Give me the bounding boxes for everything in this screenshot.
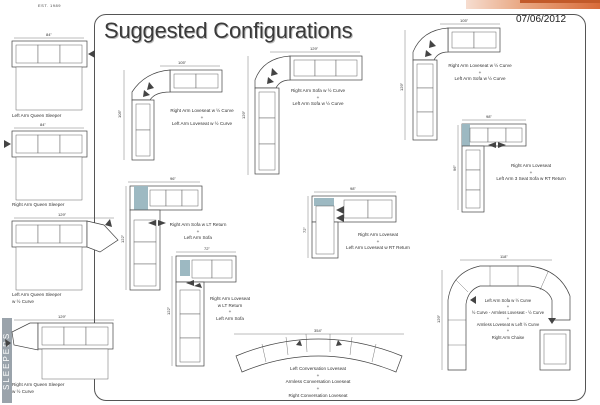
config-label: Right Arm Loveseat w ½ Curve + Left Arm … <box>170 108 234 127</box>
config-5-diagram: 96" 122" <box>120 176 203 291</box>
dim-text: 84" <box>46 32 52 37</box>
sleeper-label: Right Arm Queen Sleeper w ½ Curve <box>12 382 65 394</box>
config-7-diagram: 72" 122" <box>166 246 237 367</box>
dim-text: 105" <box>178 60 187 65</box>
dim-text: 84" <box>40 122 46 127</box>
config-label: Right Arm Loveseat w LT Return + Left Ar… <box>209 296 251 321</box>
config-1-diagram: 105" 105" <box>117 60 223 161</box>
dim-text: 105" <box>460 18 469 23</box>
config-9-diagram: 118" 129" <box>436 254 571 371</box>
config-3-diagram: 105" 129" <box>399 18 501 141</box>
config-label: Right Arm Loveseat + Left Arm 3 Seat Sof… <box>496 163 566 182</box>
dim-text: 129" <box>310 46 319 51</box>
sleeper-label: Left Arm Queen Sleeper w ½ Curve <box>12 292 62 304</box>
config-4-diagram: 98" 96" <box>452 114 527 213</box>
dim-text: 129" <box>399 82 404 91</box>
dim-text: 72" <box>204 246 210 251</box>
sleeper-right-arm-queen-diagram: 84" <box>4 122 88 201</box>
dim-text: 122" <box>120 234 125 243</box>
dim-text: 129" <box>58 314 67 319</box>
sleeper-left-arm-half-curve-diagram: 129" <box>11 212 119 291</box>
date-label: 07/06/2012 <box>516 14 567 25</box>
dim-text: 72" <box>302 227 307 233</box>
sleeper-left-arm-queen-diagram: 84" <box>11 32 95 111</box>
dim-text: 129" <box>58 212 67 217</box>
brand-stripe <box>466 0 600 9</box>
config-label: Right Arm Loveseat w ½ Curve + Left Arm … <box>448 63 512 82</box>
sleeper-label: Left Arm Queen Sleeper <box>12 113 62 118</box>
config-label: Right Arm Sofa w LT Return + Left Arm So… <box>169 222 227 241</box>
dim-text: 98" <box>486 114 492 119</box>
dim-text: 118" <box>500 254 508 259</box>
config-label: Right Arm Sofa w ½ Curve + Left Arm Sofa… <box>290 88 346 107</box>
config-label: Right Arm Loveseat + Left Arm Loveseat w… <box>346 232 410 251</box>
page-title: Suggested Configurations <box>104 18 353 43</box>
dim-text: 96" <box>452 165 457 171</box>
dim-text: 105" <box>117 109 122 118</box>
dim-text: 354" <box>314 328 323 333</box>
dim-text: 129" <box>241 110 246 119</box>
config-2-diagram: 129" 129" <box>241 46 363 175</box>
dim-text: 96" <box>170 176 176 181</box>
sleeper-label: Right Arm Queen Sleeper <box>12 202 65 207</box>
brand-stripe-dark <box>520 0 600 3</box>
config-label: Left Conversation Loveseat + Armless Con… <box>285 366 351 398</box>
dim-text: 129" <box>436 314 441 323</box>
config-label: Left Arm Sofa w ½ Curve + ½ Curve - Arml… <box>471 298 545 340</box>
config-8-diagram: 354" <box>234 328 404 373</box>
config-6-diagram: 98" 72" <box>302 186 397 259</box>
established-text: EST. 1989 <box>38 3 61 8</box>
dim-text: 98" <box>350 186 356 191</box>
sleeper-right-arm-half-curve-diagram: 129" <box>5 314 114 380</box>
dim-text: 122" <box>166 306 171 315</box>
